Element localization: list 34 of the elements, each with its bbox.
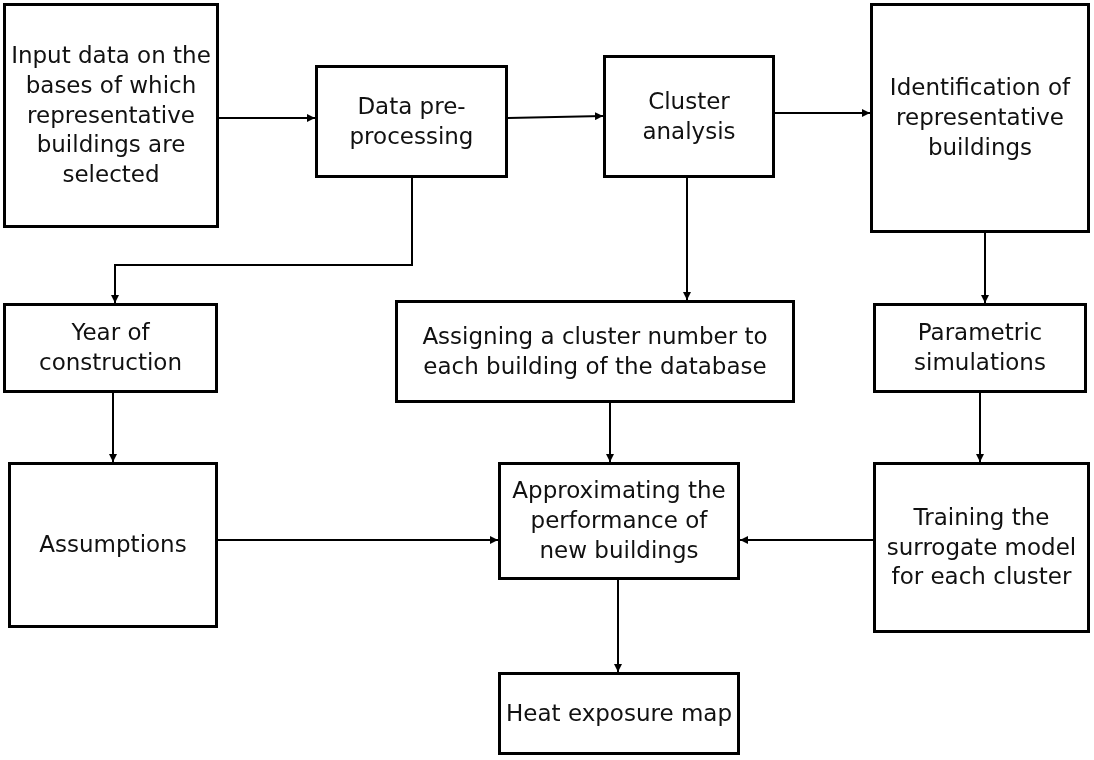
process-box [873, 303, 1087, 393]
arrow [507, 112, 604, 121]
arrow [981, 232, 989, 304]
arrow [217, 536, 499, 544]
process-box [498, 672, 740, 755]
process-box [315, 65, 508, 178]
arrow [111, 177, 413, 304]
arrow [614, 579, 622, 673]
box-label: Year of construction [38, 318, 183, 377]
box-label: Heat exposure map [506, 698, 732, 728]
arrow [218, 114, 316, 122]
box-label: Assumptions [39, 530, 187, 560]
box-label: Data pre-processing [348, 91, 475, 151]
process-box [603, 55, 775, 178]
arrow [739, 536, 874, 544]
box-label: Assigning a cluster number to each building of the database [421, 321, 769, 381]
arrow [606, 402, 614, 463]
box-label: Parametric simulations [913, 318, 1047, 377]
arrow [683, 177, 691, 301]
arrow [976, 392, 984, 463]
process-box [3, 303, 218, 393]
process-box [8, 462, 218, 628]
process-box [498, 462, 740, 580]
box-label: Training the surrogate model for each cluster [885, 502, 1078, 592]
process-box [870, 3, 1090, 233]
box-label: Approximating the performance of new buildings [511, 476, 727, 565]
box-label: Identification of representative buildings [888, 73, 1072, 162]
arrow [774, 109, 871, 117]
arrow [109, 392, 117, 463]
process-box [395, 300, 795, 403]
process-box [3, 3, 219, 228]
box-label: Cluster analysis [641, 86, 737, 146]
box-label: Input data on the bases of which representative buildings are selected [10, 40, 212, 190]
process-box [873, 462, 1090, 633]
